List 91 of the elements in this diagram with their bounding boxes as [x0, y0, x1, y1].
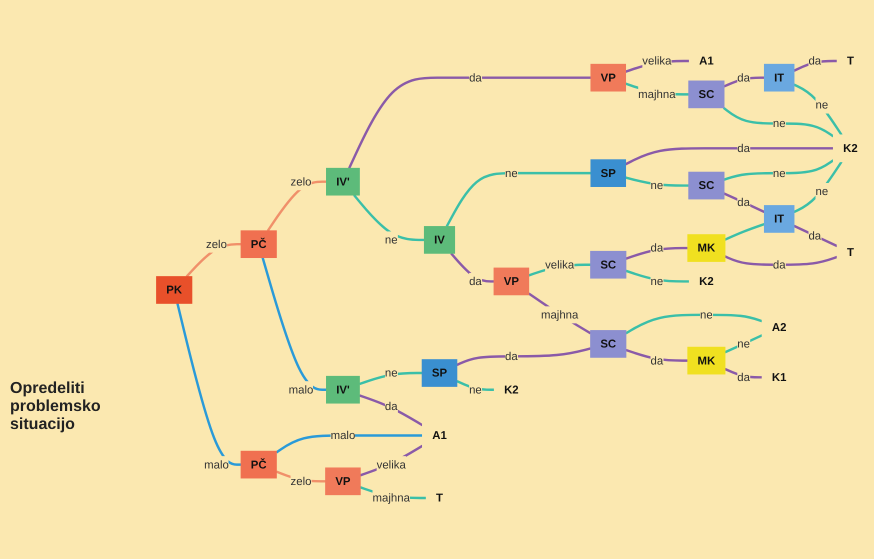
connector	[353, 194, 424, 242]
connector	[724, 255, 838, 266]
edge-label: ne	[650, 178, 664, 192]
node-box: SC	[590, 250, 626, 279]
edge-label: malo	[330, 428, 356, 442]
edge-label: zelo	[290, 174, 312, 188]
node-box: SC	[688, 172, 724, 200]
connector	[456, 347, 591, 366]
node-box: PČ	[240, 230, 277, 258]
edge-label: ne	[384, 366, 398, 380]
node-box: SP	[422, 359, 458, 387]
edge-label: da	[808, 54, 822, 68]
node-box: SC	[688, 80, 724, 108]
edge-label: ne	[772, 166, 786, 180]
node-text: A1	[699, 54, 714, 68]
node-text: K1	[772, 370, 786, 384]
edge-label: ne	[772, 116, 786, 130]
node-box: SP	[590, 159, 626, 187]
connector	[359, 372, 422, 386]
connector	[446, 172, 591, 228]
connector	[724, 334, 763, 354]
edge-label: zelo	[206, 237, 227, 250]
node-text: T	[436, 491, 443, 504]
node-text: T	[846, 245, 854, 258]
connector	[794, 224, 838, 248]
connector	[625, 147, 834, 166]
connector	[794, 84, 843, 136]
edge-label: ne	[505, 166, 518, 180]
connector	[450, 252, 494, 283]
edge-label: ne	[816, 184, 828, 198]
connector	[528, 292, 592, 334]
connector	[360, 444, 424, 476]
edge-label: zelo	[290, 474, 312, 488]
edge-label: da	[737, 370, 750, 384]
connector	[724, 222, 765, 241]
connector	[176, 303, 242, 466]
edge-label: ne	[816, 98, 828, 112]
connector	[794, 161, 843, 214]
edge-label: velika	[545, 258, 574, 271]
node-box: PK	[156, 276, 192, 304]
node-text: T	[846, 54, 854, 68]
node-text: A1	[432, 428, 447, 442]
connector	[724, 159, 834, 181]
edge-label: ne	[469, 382, 482, 396]
edge-label: ne	[737, 337, 750, 350]
node-box: VP	[325, 467, 361, 496]
connector	[348, 76, 591, 169]
node-text: K2	[699, 274, 714, 288]
edge-label: ne	[700, 308, 713, 321]
edge-label: velika	[642, 54, 672, 68]
node-box: IV	[424, 226, 456, 254]
connector	[186, 242, 242, 278]
connector	[724, 192, 765, 214]
edge-label: majhna	[638, 87, 676, 100]
node-box: IV'	[326, 168, 360, 196]
edge-label: da	[737, 195, 750, 208]
edge-label: da	[650, 241, 664, 254]
node-box: VP	[590, 64, 626, 92]
edge-label: ne	[650, 274, 664, 288]
connector	[261, 257, 326, 391]
node-box: MK	[687, 346, 726, 374]
node-box: IV'	[326, 376, 360, 404]
edge-label: malo	[288, 382, 314, 396]
node-box: PČ	[240, 450, 277, 478]
connector	[722, 106, 834, 138]
edge-label: velika	[376, 458, 406, 471]
edge-label: da	[505, 349, 518, 362]
node-box: SC	[590, 330, 626, 358]
node-box: IT	[764, 64, 794, 92]
node-box: MK	[687, 234, 726, 262]
edge-label: da	[469, 274, 482, 288]
node-box: VP	[494, 268, 530, 296]
edge-label: da	[469, 70, 482, 84]
node-text: A2	[772, 320, 786, 334]
connector	[359, 394, 424, 426]
edge-label: da	[808, 228, 822, 242]
edge-label: da	[772, 258, 786, 271]
edge-label: da	[737, 70, 750, 84]
edge-label: majhna	[540, 308, 578, 321]
connector	[625, 314, 763, 334]
edge-label: da	[737, 141, 750, 154]
connector	[266, 180, 326, 232]
node-text: K2	[504, 382, 519, 396]
edge-label: da	[384, 399, 398, 413]
connector	[625, 176, 689, 187]
note-text: Opredeliti problemsko situacijo	[10, 380, 102, 434]
edge-label: da	[650, 354, 664, 367]
edge-label: ne	[384, 232, 398, 246]
connector	[626, 270, 690, 283]
edge-label: malo	[204, 458, 229, 471]
node-box: IT	[764, 205, 794, 233]
